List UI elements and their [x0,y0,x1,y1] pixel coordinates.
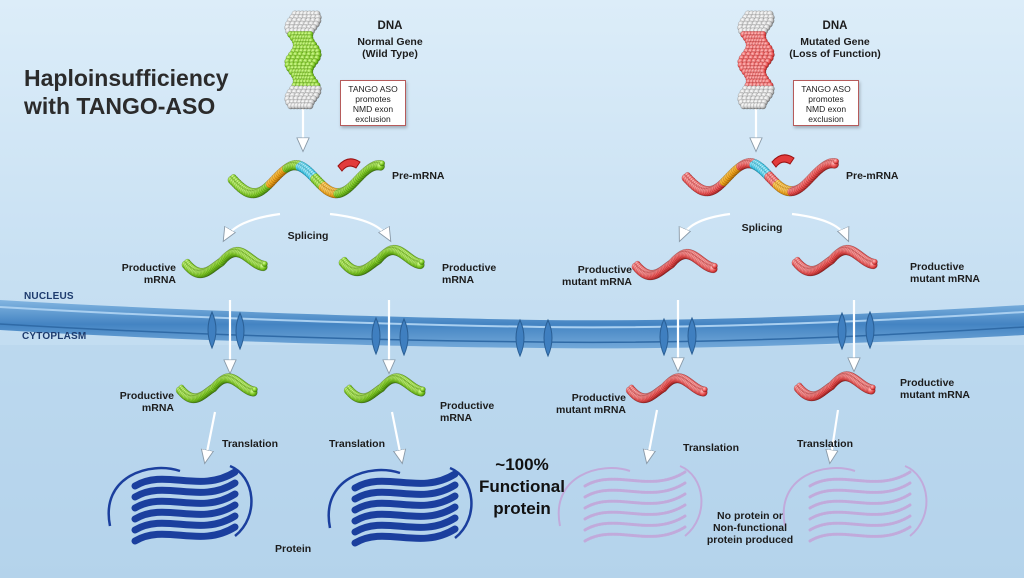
translation-label: Translation [329,438,386,450]
callout-line: promotes [808,94,844,104]
nucleus-label: NUCLEUS [24,291,74,302]
productive-mutant-mrna-label: Productive mutant mRNA [548,264,632,288]
label-line: mRNA [143,274,176,286]
dna-helix-mutated [737,10,775,110]
translation-label: Translation [683,442,740,454]
productive-mrna-mutant [791,244,878,277]
callout-line: NMD exon [805,104,847,114]
protein-label: Protein [275,543,312,555]
productive-mrna-normal [343,373,426,404]
callout-line: TANGO ASO [348,84,398,94]
flow-arrows [205,108,854,462]
pre-mrna-normal [227,160,386,199]
label-line: Productive [440,400,495,412]
label-line: mutant mRNA [556,404,626,416]
productive-mrna-label: Productive mRNA [100,262,176,286]
label-line: mRNA [442,274,475,286]
aso-callout-right: TANGO ASO promotes NMD exon exclusion [793,80,859,126]
title-line-2: with TANGO-ASO [24,93,216,119]
pre-mrna-label-right: Pre-mRNA [846,170,899,182]
callout-line: promotes [355,94,391,104]
label-line: mutant mRNA [910,273,980,285]
nuclear-pores [207,310,875,358]
productive-mrna-mutant [631,248,718,281]
productive-mutant-mrna-label: Productive mutant mRNA [910,261,980,285]
label-line: mRNA [440,412,473,424]
label-line: Productive [910,261,965,273]
no-protein-label: No protein or Non-functional protein pro… [700,510,800,546]
label-line: Non-functional [712,522,788,534]
label-line: No protein or [717,510,783,522]
cytoplasm-label: CYTOPLASM [22,331,87,342]
dna-line-1: Normal Gene [357,36,423,48]
productive-mrna-normal [181,246,268,279]
translation-label: Translation [797,438,854,450]
dna-title: DNA [377,20,403,32]
dna-helix-normal [284,10,322,110]
page-title: Haploinsufficiency with TANGO-ASO [24,64,228,120]
productive-mutant-mrna-label: Productive mutant mRNA [540,392,626,416]
productive-mrna-normal [338,244,425,277]
dna-label-left: DNA Normal Gene (Wild Type) [340,20,440,60]
callout-line: exclusion [355,114,391,124]
pre-mrna-mutated [681,158,840,197]
callout-line: TANGO ASO [801,84,851,94]
productive-mrna-normal [175,373,258,404]
callout-line: NMD exon [352,104,394,114]
label-line: mutant mRNA [900,389,970,401]
title-line-1: Haploinsufficiency [24,65,229,91]
productive-mrna-label: Productive mRNA [440,400,494,424]
nonfunctional-protein [557,465,703,543]
dna-title: DNA [822,20,848,32]
label-line: Productive [442,262,497,274]
label-line: Productive [119,390,174,402]
label-line: Productive [121,262,176,274]
translation-label: Translation [222,438,279,450]
label-line: protein [493,499,551,518]
splicing-label-right: Splicing [741,222,783,234]
productive-mutant-mrna-label: Productive mutant mRNA [900,377,970,401]
splicing-label-left: Splicing [287,230,329,242]
pre-mrna-label-left: Pre-mRNA [392,170,445,182]
tango-aso-icon [337,154,795,172]
productive-mrna-mutant [793,371,876,402]
callout-line: exclusion [808,114,844,124]
label-line: mRNA [141,402,174,414]
label-line: mutant mRNA [562,276,632,288]
functional-protein-label: ~100% Functional protein [466,454,578,520]
productive-mrna-label: Productive mRNA [442,262,496,286]
productive-mrna-mutant [625,373,708,404]
label-line: protein produced [706,534,794,546]
nonfunctional-protein [782,465,928,543]
productive-mrna-label: Productive mRNA [96,390,174,414]
dna-line-2: (Loss of Function) [789,48,881,60]
label-line: ~100% [495,455,549,474]
dna-line-1: Mutated Gene [800,36,870,48]
aso-callout-left: TANGO ASO promotes NMD exon exclusion [340,80,406,126]
label-line: Productive [571,392,626,404]
dna-line-2: (Wild Type) [362,48,418,60]
label-line: Productive [900,377,955,389]
dna-label-right: DNA Mutated Gene (Loss of Function) [780,20,890,60]
label-line: Functional [479,477,565,496]
functional-protein [327,466,473,547]
functional-protein [107,464,253,545]
label-line: Productive [577,264,632,276]
